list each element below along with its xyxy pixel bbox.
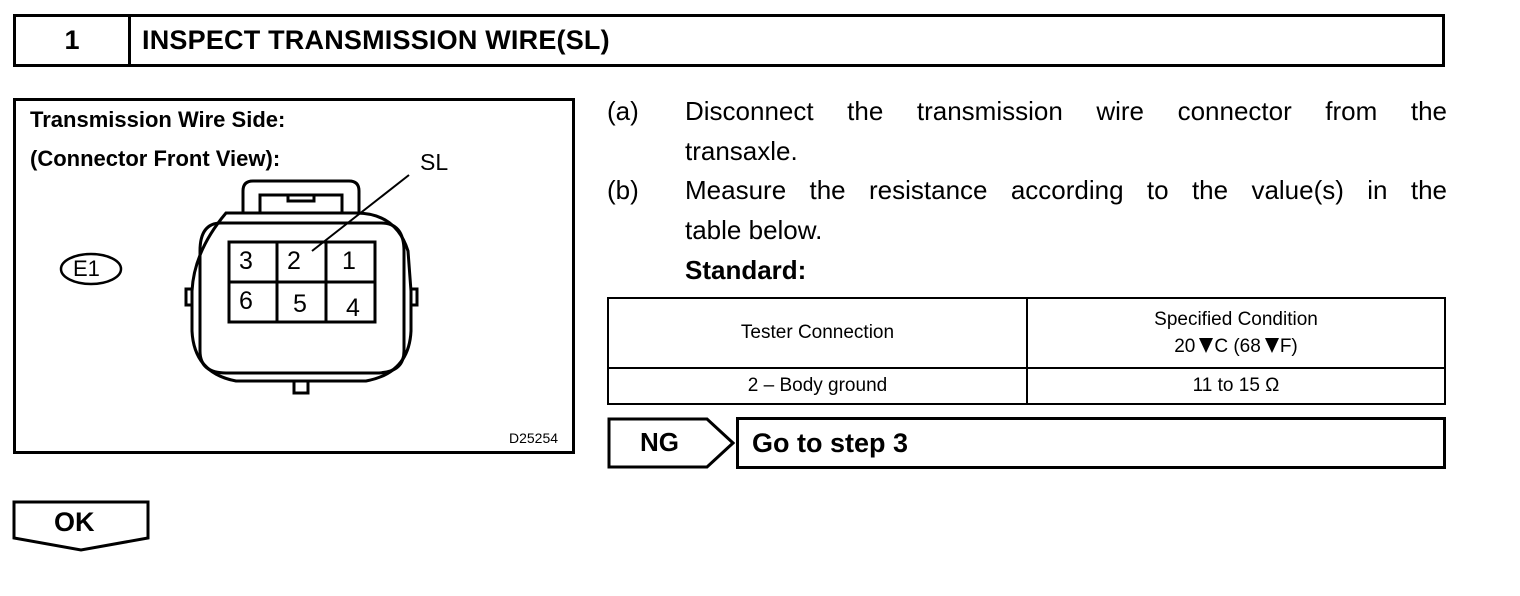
degree-symbol-icon xyxy=(1199,337,1214,353)
table-row: 2 – Body ground 11 to 15 Ω xyxy=(607,367,1446,405)
ng-arrow-icon xyxy=(607,417,735,469)
connector-front-view-drawing xyxy=(59,174,419,395)
row-tester-connection: 2 – Body ground xyxy=(607,367,1028,405)
temp-f-unit: F) xyxy=(1279,335,1298,357)
ok-arrow-icon xyxy=(12,500,150,552)
connector-illustration: Transmission Wire Side: (Connector Front… xyxy=(13,98,575,454)
row-specified-condition: 11 to 15 Ω xyxy=(1026,367,1446,405)
header-tester-connection: Tester Connection xyxy=(607,297,1028,369)
figure-code: D25254 xyxy=(509,430,559,446)
step-b-letter: (b) xyxy=(607,175,639,205)
ng-arrow-label: NG xyxy=(607,417,735,469)
standard-label: Standard: xyxy=(685,255,807,285)
side-label: Transmission Wire Side: xyxy=(30,107,286,132)
pin-6: 6 xyxy=(239,287,253,315)
header-condition-line1: Specified Condition xyxy=(1154,308,1318,330)
pin-3: 3 xyxy=(239,247,253,275)
step-a-text-line2: transaxle. xyxy=(685,136,798,166)
view-label: (Connector Front View): xyxy=(30,146,281,171)
degree-symbol-icon xyxy=(1264,337,1279,353)
step-a-text-line1: Disconnect the transmission wire connect… xyxy=(685,96,1447,126)
step-title: INSPECT TRANSMISSION WIRE(SL) xyxy=(142,25,610,55)
connector-id-e1: E1 xyxy=(73,256,100,281)
header-specified-condition: Specified Condition 20 C (68 F) xyxy=(1026,297,1446,369)
pin-4: 4 xyxy=(346,294,360,322)
temp-c-value: 20 xyxy=(1174,335,1196,357)
ok-arrow-label: OK xyxy=(12,500,150,552)
step-number: 1 xyxy=(16,17,131,64)
go-to-step-box: Go to step 3 xyxy=(736,417,1446,469)
temp-c-unit: C (68 xyxy=(1214,335,1261,357)
step-b-text-line2: table below. xyxy=(685,215,823,245)
specification-table: Tester Connection Specified Condition 20… xyxy=(607,297,1446,405)
ng-text: NG xyxy=(640,427,679,457)
header-condition-line2: 20 C (68 F) xyxy=(1028,336,1444,358)
ok-text: OK xyxy=(54,507,95,537)
pin-5: 5 xyxy=(293,290,307,318)
step-header: 1 INSPECT TRANSMISSION WIRE(SL) xyxy=(13,14,1445,67)
pin-2: 2 xyxy=(287,247,301,275)
pin-1: 1 xyxy=(342,247,356,275)
table-header-row: Tester Connection Specified Condition 20… xyxy=(607,297,1446,369)
step-a-letter: (a) xyxy=(607,96,639,126)
terminal-sl-label: SL xyxy=(420,149,449,175)
step-b-text-line1: Measure the resistance according to the … xyxy=(685,175,1447,205)
